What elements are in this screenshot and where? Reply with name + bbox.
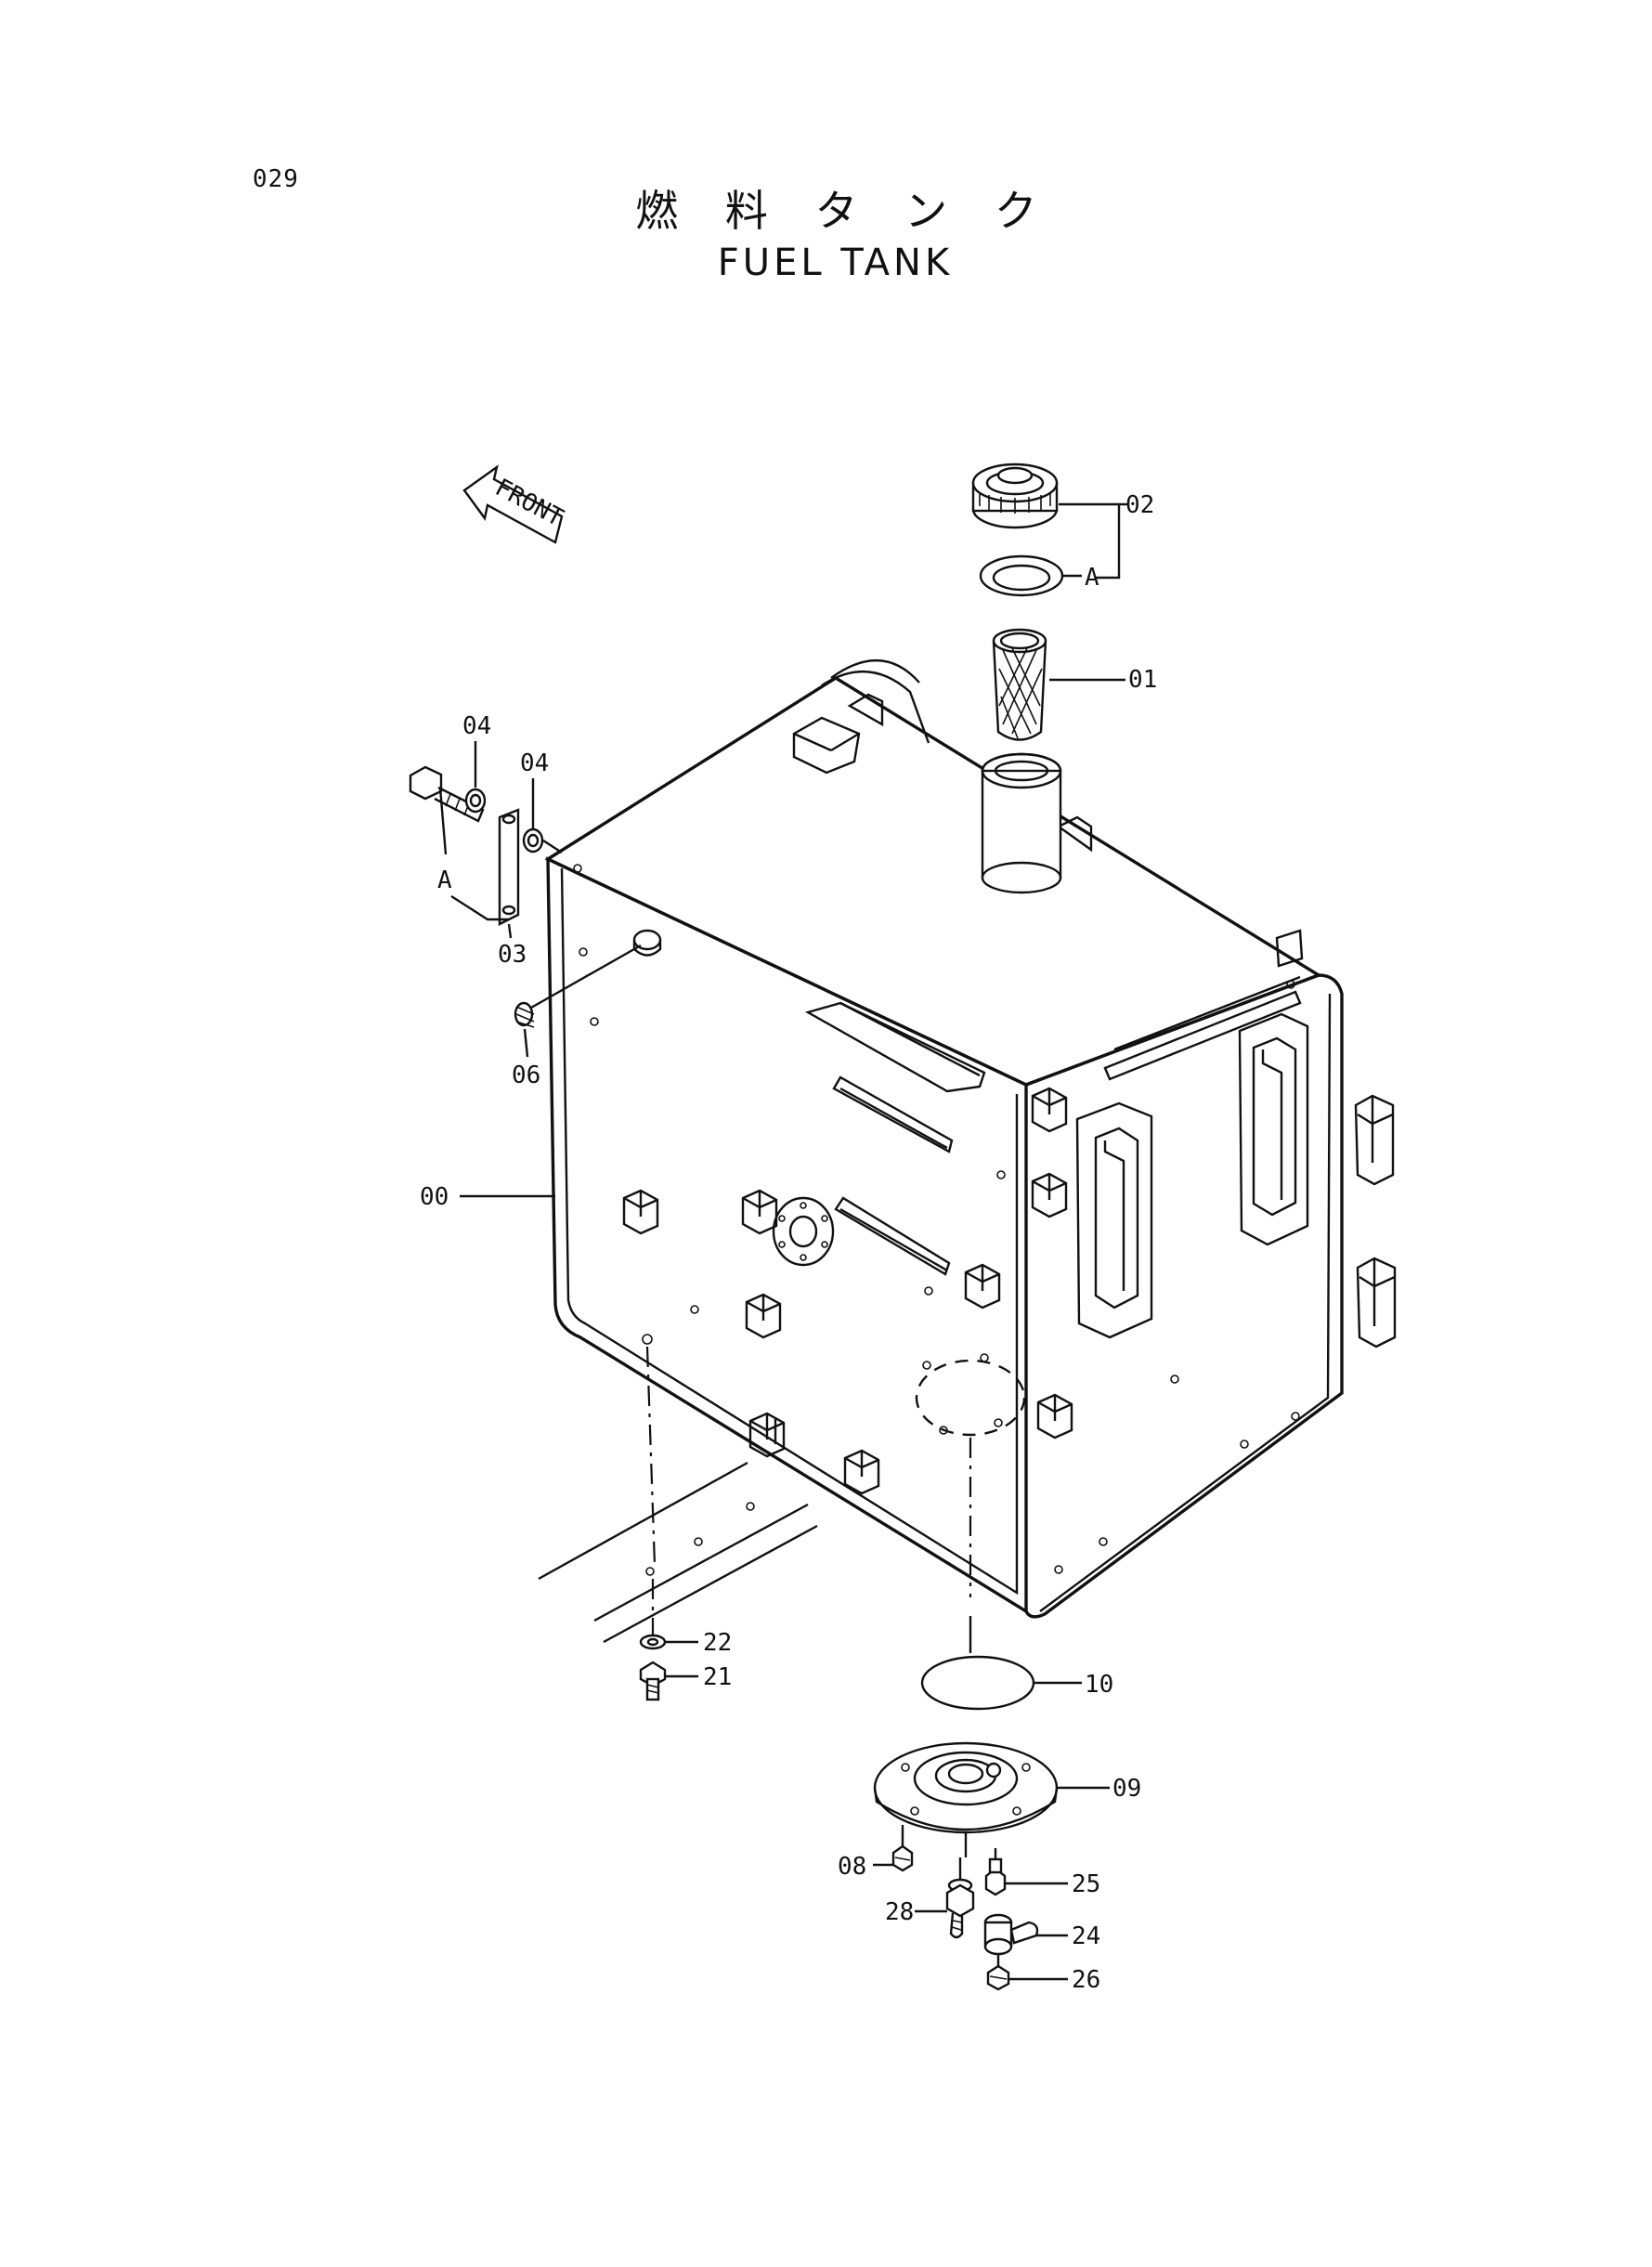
- part-08-bolt: [891, 1825, 914, 1872]
- part-21-bolt: [639, 1661, 667, 1701]
- front-arrow-icon: FRONT: [462, 464, 568, 544]
- callout-00: 00: [420, 1183, 449, 1211]
- callout-25: 25: [1072, 1870, 1100, 1898]
- callout-04-right: 04: [520, 749, 549, 777]
- part-01-strainer: [992, 628, 1047, 741]
- part-09-flange-plate: [873, 1741, 1059, 1834]
- part-28-drain-valve: [945, 1857, 975, 1939]
- part-24-drain-cock: [983, 1913, 1039, 1956]
- fuel-tank-body: [544, 659, 1397, 1619]
- callout-a-lower: A: [437, 866, 452, 894]
- part-26-plug: [986, 1955, 1010, 1991]
- callout-02: 02: [1125, 491, 1154, 519]
- callout-08: 08: [838, 1853, 866, 1881]
- callout-10: 10: [1085, 1671, 1113, 1699]
- part-22-washer: [639, 1634, 667, 1650]
- callout-03: 03: [498, 941, 527, 969]
- callout-26: 26: [1072, 1966, 1100, 1994]
- callout-28: 28: [885, 1898, 914, 1926]
- frame-lines: [538, 1461, 818, 1644]
- callout-a-upper: A: [1085, 564, 1099, 592]
- title-block: 燃 料 タ ン ク FUEL TANK: [0, 186, 1652, 285]
- part-25-plug: [984, 1848, 1007, 1896]
- front-arrow-label: FRONT: [490, 474, 567, 532]
- callout-01: 01: [1128, 666, 1157, 694]
- front-tabs: [622, 1087, 1073, 1495]
- side-handles: [1075, 1012, 1397, 1348]
- part-a-seal-ring: [979, 554, 1064, 597]
- callout-22: 22: [703, 1629, 732, 1657]
- page-code: 029: [253, 165, 299, 193]
- callout-21: 21: [703, 1663, 732, 1691]
- part-bolt-assembly: [409, 765, 563, 926]
- part-02-filler-cap: [971, 463, 1059, 529]
- front-flange: [772, 1196, 835, 1267]
- callout-24: 24: [1072, 1922, 1100, 1950]
- title-japanese: 燃 料 タ ン ク: [635, 186, 1054, 236]
- title-english: FUEL TANK: [717, 241, 954, 285]
- part-10-gasket: [920, 1655, 1035, 1711]
- callout-06: 06: [512, 1062, 540, 1089]
- callout-04-left: 04: [462, 712, 491, 740]
- callout-09: 09: [1112, 1775, 1141, 1803]
- part-06-fitting: [514, 944, 642, 1028]
